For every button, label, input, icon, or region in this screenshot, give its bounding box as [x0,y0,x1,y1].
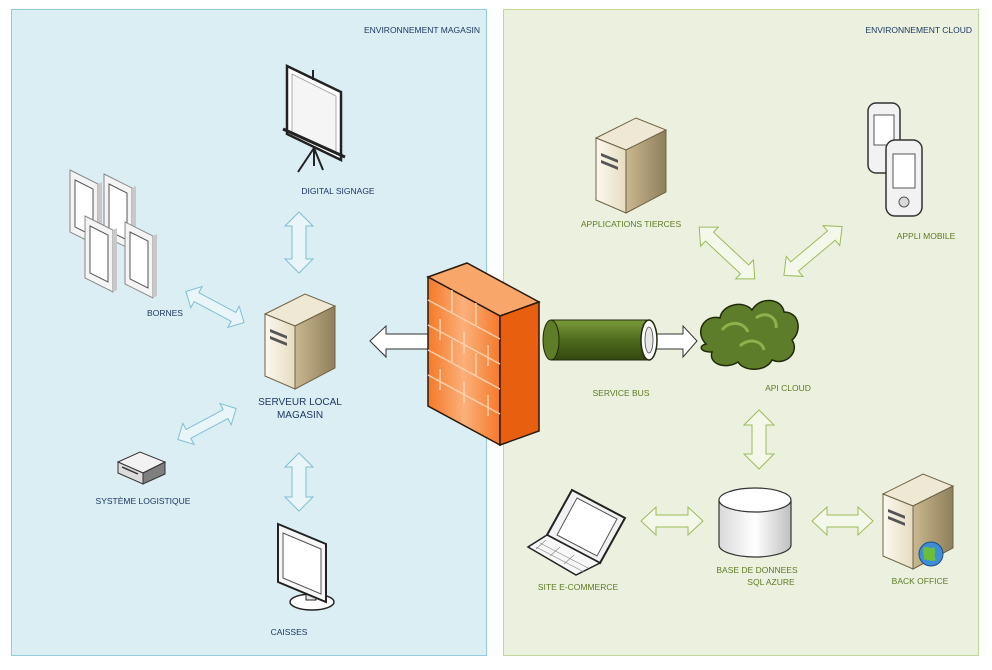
label-service-bus: SERVICE BUS [592,388,650,398]
label-bornes: BORNES [147,308,183,318]
third-party-server-icon [594,117,668,214]
api-cloud-icon [700,299,799,370]
service-bus-icon [542,319,658,361]
arrow-api-database [742,409,776,470]
laptop-icon [526,488,627,576]
arrow-applications-api [698,226,756,280]
monitor-icon [277,522,335,611]
label-applications-tierces: APPLICATIONS TIERCES [580,219,682,229]
label-api-cloud: API CLOUD [765,383,811,393]
network-device-icon [116,451,167,485]
label-appli-mobile: APPLI MOBILE [896,231,956,241]
label-database-line2: SQL AZURE [747,577,795,587]
label-logistique: SYSTÈME LOGISTIQUE [95,496,191,506]
label-serveur-line2: MAGASIN [276,410,324,421]
label-serveur-line1: SERVEUR LOCAL [258,397,342,408]
kiosk-tablets-icon [69,169,157,299]
arrow-signage-server [283,211,315,274]
arrow-ecommerce-database [640,505,704,537]
cloud-zone-title: ENVIRONNEMENT CLOUD [865,25,972,35]
label-back-office: BACK OFFICE [891,576,949,586]
local-server-icon [263,293,337,390]
arrow-server-firewall [369,324,431,359]
label-site-ecommerce: SITE E-COMMERCE [537,582,619,592]
label-caisses: CAISSES [270,627,308,637]
store-environment-zone: ENVIRONNEMENT MAGASIN [11,9,487,656]
globe-icon [918,541,944,567]
database-icon [718,487,792,558]
arrow-bus-api [654,324,698,359]
mobile-devices-icon [867,102,923,217]
arrow-mobile-api [783,225,843,277]
store-zone-title: ENVIRONNEMENT MAGASIN [363,25,480,35]
arrow-server-caisses [283,452,315,512]
arrow-logistique-server [177,402,237,446]
label-database-line1: BASE DE DONNEES [716,565,798,575]
firewall-icon [426,262,541,447]
arrow-bornes-server [185,285,245,329]
projection-screen-icon [282,64,346,173]
arrow-database-backoffice [811,505,874,537]
label-digital-signage: DIGITAL SIGNAGE [301,186,375,196]
